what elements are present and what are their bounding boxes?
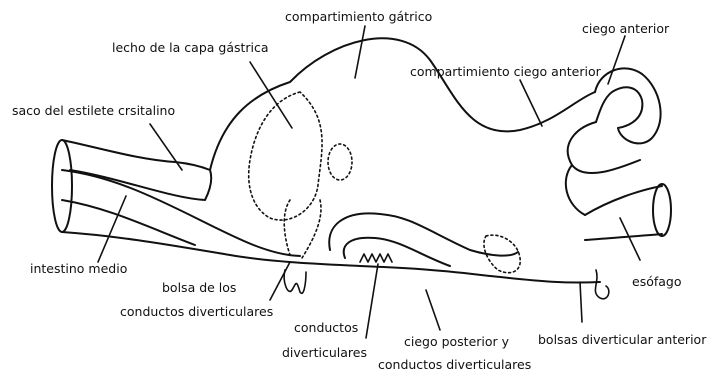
gastric-aperture <box>328 144 352 180</box>
posterior-caecum <box>329 213 520 272</box>
label-duct-pouch-line1: bolsa de los <box>162 280 236 295</box>
label-anterior-diverticular-pouches: bolsas diverticular anterior <box>538 332 707 347</box>
duct-pouch-tubes <box>284 270 306 293</box>
label-anterior-caecum: ciego anterior <box>582 21 670 36</box>
label-posterior-caecum-line1: ciego posterior y <box>404 334 510 349</box>
label-esophagus: esófago <box>632 274 682 289</box>
label-gastric-compartment: compartimiento gátrico <box>285 9 432 24</box>
midgut-opening <box>52 140 72 232</box>
label-diverticular-ducts-line2: diverticulares <box>282 345 367 360</box>
duct-pouch-outline <box>284 200 321 258</box>
diverticular-ducts-coil <box>360 254 392 262</box>
label-style-sac: saco del estilete crsitalino <box>12 103 175 118</box>
label-anterior-caecum-compartment: compartimiento ciego anterior <box>410 64 602 79</box>
label-posterior-caecum-line2: conductos diverticulares <box>378 357 531 372</box>
label-gastric-shield-bed: lecho de la capa gástrica <box>112 40 269 55</box>
labels: compartimiento gátrico ciego anterior le… <box>12 9 707 372</box>
anterior-caecum <box>566 68 661 215</box>
label-diverticular-ducts-line1: conductos <box>294 320 358 335</box>
label-midgut: intestino medio <box>30 261 127 276</box>
label-duct-pouch-line2: conductos diverticulares <box>120 304 273 319</box>
gastric-shield-bed <box>249 92 322 220</box>
